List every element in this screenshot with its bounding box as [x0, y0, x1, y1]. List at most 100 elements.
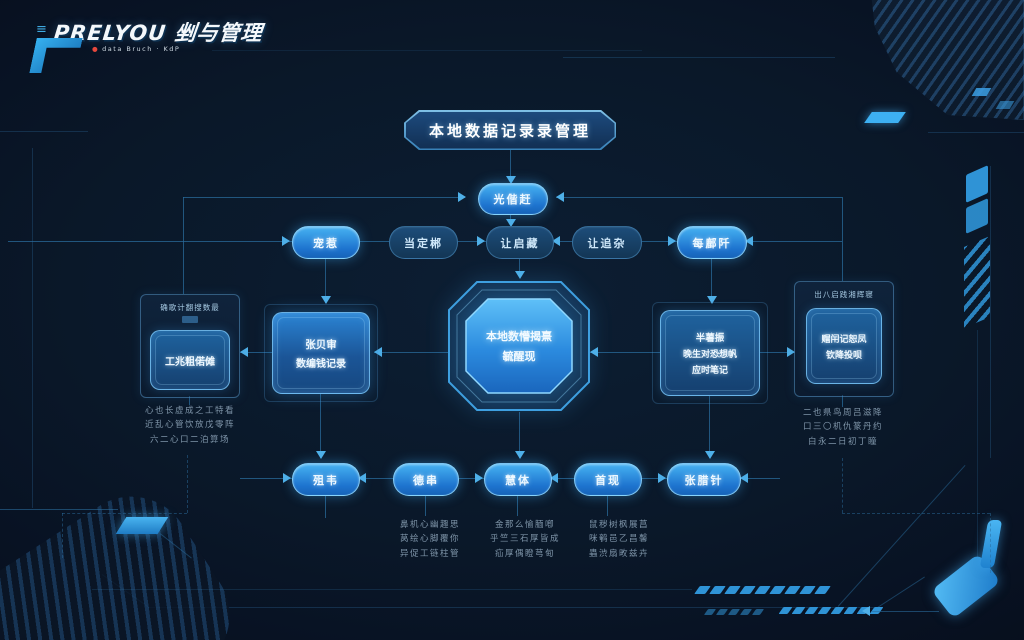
- connector: [374, 352, 448, 353]
- frame-line: [928, 132, 1024, 133]
- connector: [189, 396, 190, 405]
- left-panel-box: 工兆粗偌傩: [150, 330, 230, 390]
- connector: [590, 352, 660, 353]
- caption-line: 蟲渋扇畋兹卉: [588, 548, 649, 559]
- caption-line: 口三〇机仇篆丹约: [802, 422, 883, 433]
- connector: [325, 494, 326, 518]
- connector: [183, 197, 184, 294]
- connector: [640, 478, 667, 479]
- arrow-left-icon: [862, 606, 870, 616]
- page-title: 本地数据记录录管理: [428, 121, 591, 140]
- arrow-down-icon: [506, 176, 516, 184]
- arrow-down-icon: [515, 271, 525, 279]
- arrow-left-icon: [374, 347, 382, 357]
- arrow-right-icon: [283, 473, 291, 483]
- arrow-left-icon: [740, 473, 748, 483]
- caption-line: 莴绘心脚覆你: [399, 534, 460, 545]
- connector: [556, 197, 842, 198]
- stripe-block: [966, 198, 988, 234]
- caption-line: 白永二日初丁瞳: [807, 436, 878, 447]
- caption-line: 咪鹌邑乙昌馨: [588, 534, 649, 545]
- caption-line: 鼠秽树枫展菖: [588, 520, 649, 530]
- connector: [240, 478, 292, 479]
- brand-subtitle: ●data Bruch · KdP: [92, 45, 180, 53]
- col2-node-outline: [264, 304, 378, 402]
- node-row2-pill-1: 宠惹: [292, 226, 360, 259]
- caption-line: 心也长虚成之工特看: [144, 406, 235, 416]
- left-panel-tick: [182, 316, 198, 323]
- accent-parallelogram: [864, 112, 906, 123]
- connector: [740, 478, 780, 479]
- hatch-stripes: [964, 236, 990, 328]
- arrow-down-icon: [705, 451, 715, 459]
- hatch-row: [694, 586, 831, 594]
- node-row2-pill-5: 每鄜阡: [677, 226, 747, 259]
- center-node-frame: [448, 281, 590, 411]
- frame-line: [563, 57, 835, 58]
- connector: [358, 478, 395, 479]
- arrow-right-icon: [282, 236, 290, 246]
- caption-line: 二也県鸟周吕滋降: [802, 408, 883, 418]
- node-row4-pill-5: 张腊针: [667, 463, 741, 496]
- caption-line: 疝厚偶瞪芎甸: [494, 548, 555, 559]
- frame-line: [212, 50, 642, 51]
- connector-dashed: [990, 513, 991, 573]
- col2-node-line2: 数编钱记录: [296, 358, 346, 370]
- arrow-left-icon: [240, 347, 248, 357]
- arrow-down-icon: [707, 296, 717, 304]
- arrow-right-icon: [787, 347, 795, 357]
- hatch-row: [703, 609, 765, 615]
- corner-bracket-icon: [29, 38, 82, 73]
- connector: [325, 257, 326, 303]
- node-row4-pill-4: 首现: [574, 463, 642, 496]
- connector: [640, 241, 678, 242]
- connector: [519, 257, 520, 277]
- connector: [458, 478, 484, 479]
- connector-dashed: [187, 455, 188, 513]
- connector: [358, 241, 390, 242]
- right-panel-box-line2: 钦降投呗: [825, 350, 862, 361]
- left-panel-header: 确歌计翻搜数最: [160, 303, 220, 312]
- circuit-line: [92, 589, 692, 590]
- node-row4-pill-2: 德串: [393, 463, 459, 496]
- node-row4-pill-1: 殂韦: [292, 463, 360, 496]
- arrow-down-icon: [316, 451, 326, 459]
- arrow-right-icon: [668, 236, 676, 246]
- connector: [183, 197, 465, 198]
- caption-line: 金那么愉腼喞: [494, 520, 555, 530]
- connector: [552, 241, 573, 242]
- node-row2-pill-4: 让追杂: [572, 226, 642, 259]
- arrow-down-icon: [515, 451, 525, 459]
- connector-dashed: [842, 513, 990, 514]
- arrow-left-icon: [556, 192, 564, 202]
- col4-node-line2: 晚生对恐想帆: [682, 350, 737, 360]
- bottom-caption-1: 鼻机心幽趣思 莴绘心脚覆你 异促工链柱管: [385, 518, 475, 561]
- caption-line: 鼻机心幽趣思: [399, 520, 460, 530]
- connector: [607, 494, 608, 516]
- connector-dashed: [62, 513, 63, 558]
- connector-dashed: [842, 458, 843, 513]
- connector: [510, 213, 511, 222]
- brand-logo: PRELYOU 剉与管理: [52, 21, 264, 45]
- arrow-left-icon: [552, 236, 560, 246]
- title-node-fill: [405, 111, 615, 149]
- caption-line: 近乱心管饮放戊零阵: [144, 420, 235, 431]
- bottom-caption-2: 金那么愉腼喞 乎竺三石厚皆成 疝厚偶瞪芎甸: [477, 518, 573, 561]
- accent-bar: [979, 520, 1003, 568]
- arrow-left-icon: [745, 236, 753, 246]
- connector: [842, 395, 843, 407]
- right-panel-box-line1: 赗闬记恕凤: [821, 334, 867, 345]
- connector: [711, 257, 712, 303]
- caption-line: 六二心口二泊算场: [149, 434, 230, 445]
- left-caption: 心也长虚成之工特看 近乱心管饮放戊零阵 六二心口二泊算场: [128, 404, 252, 447]
- connector: [320, 392, 321, 458]
- frame-line: [990, 166, 991, 458]
- connector: [758, 352, 795, 353]
- brand-sub-badge: ●: [92, 45, 100, 53]
- connector: [456, 241, 487, 242]
- connector: [8, 241, 292, 242]
- arrow-down-icon: [506, 219, 516, 227]
- brand-sub-text: data Bruch · KdP: [102, 45, 181, 53]
- right-panel-box: 赗闬记恕凤 钦降投呗: [806, 308, 882, 384]
